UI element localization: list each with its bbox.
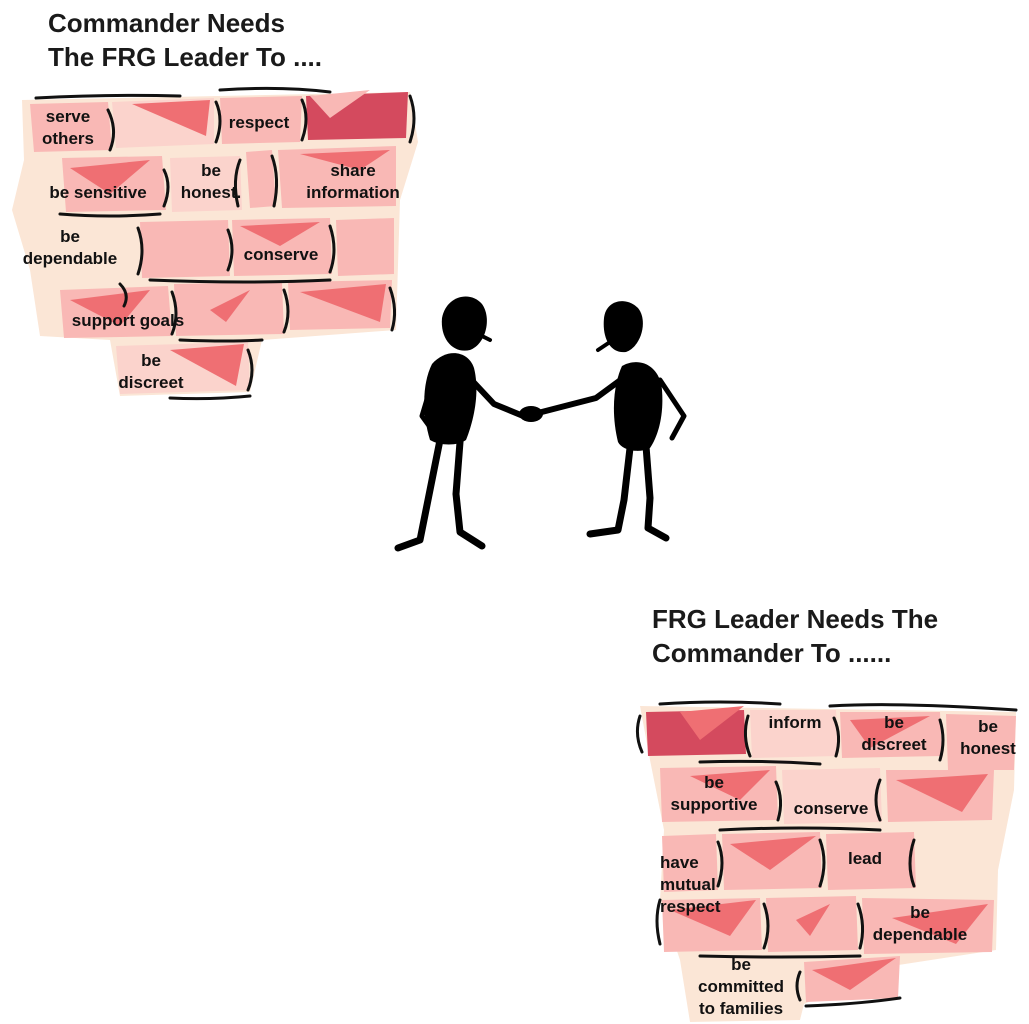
bottom-word-be-discreet: be discreet	[861, 713, 927, 754]
left-figure-icon	[394, 296, 531, 552]
right-figure-icon	[531, 301, 687, 542]
top-word-support-goals: support goals	[71, 311, 185, 330]
top-word-respect: respect	[228, 113, 290, 132]
top-heading: Commander Needs The FRG Leader To ....	[48, 6, 322, 74]
top-word-serve-others: serve others	[42, 107, 94, 148]
top-heading-line1: Commander Needs	[48, 8, 285, 38]
bottom-word-inform: inform	[768, 713, 822, 732]
top-heading-line2: The FRG Leader To ....	[48, 42, 322, 72]
top-word-be-discreet: be discreet	[118, 351, 184, 392]
bottom-word-lead: lead	[847, 849, 883, 868]
bottom-word-be-committed-to-families: be committed to families	[698, 955, 784, 1018]
bottom-word-be-dependable: be dependable	[872, 903, 968, 944]
clasped-hands-icon	[519, 406, 543, 422]
top-word-be-dependable: be dependable	[22, 227, 118, 268]
bottom-heading: FRG Leader Needs The Commander To ......	[652, 602, 938, 670]
top-word-be-honest: be honest.	[180, 161, 242, 202]
bottom-heading-line1: FRG Leader Needs The	[652, 604, 939, 634]
bottom-word-be-honest: be honest	[960, 717, 1016, 758]
bottom-word-be-supportive: be supportive	[670, 773, 758, 814]
top-word-be-sensitive: be sensitive	[49, 183, 147, 202]
bottom-heading-line2: Commander To ......	[652, 638, 892, 668]
top-word-conserve: conserve	[243, 245, 319, 264]
top-word-share-information: share information	[306, 161, 400, 202]
bottom-word-conserve: conserve	[793, 799, 869, 818]
bottom-word-have-mutual-respect: have mutual respect	[660, 853, 721, 916]
